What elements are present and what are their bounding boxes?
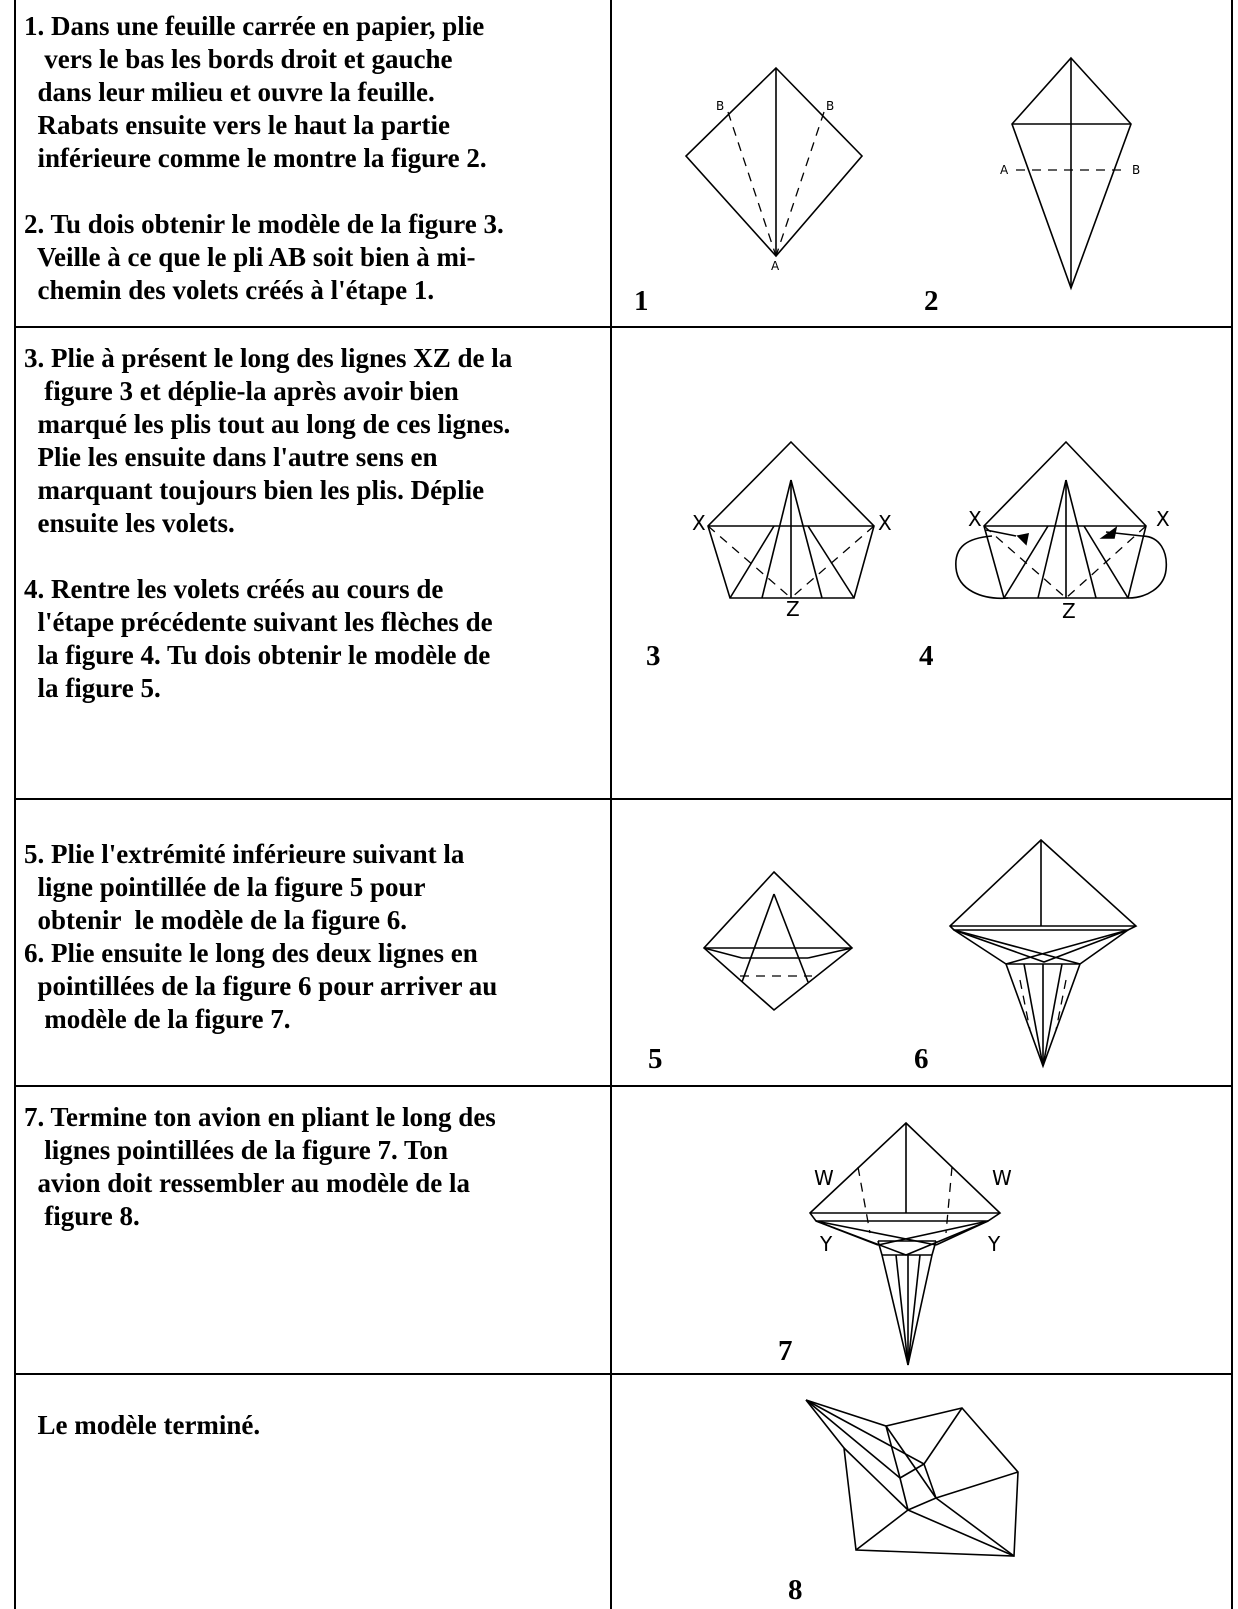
figure-number-2: 2 <box>924 285 939 317</box>
table-column-divider <box>610 0 612 1609</box>
point-label-y-right: Y <box>987 1232 1001 1256</box>
table-border-right <box>1231 0 1233 1609</box>
row-divider <box>14 326 1233 328</box>
figure-7-diagram: W W Y Y <box>808 1121 1012 1366</box>
figure-8-diagram <box>805 1399 1019 1557</box>
point-label-w-left: W <box>814 1166 834 1190</box>
point-label-z: Z <box>1062 599 1076 623</box>
figure-2-diagram: A B <box>1000 56 1140 291</box>
row-divider <box>14 1085 1233 1087</box>
point-label-b-right: B <box>826 99 834 113</box>
instructions-steps-3-4: 3. Plie à présent le long des lignes XZ … <box>24 343 513 703</box>
finished-model-caption: Le modèle terminé. <box>24 1410 261 1440</box>
row-divider <box>14 798 1233 800</box>
point-label-w-right: W <box>992 1166 1012 1190</box>
point-label-x-left: X <box>968 507 982 531</box>
point-label-x-right: X <box>878 511 892 535</box>
figure-number-8: 8 <box>788 1574 803 1606</box>
point-label-b-left: B <box>716 99 724 113</box>
figure-number-6: 6 <box>914 1043 929 1075</box>
figure-number-4: 4 <box>919 640 934 672</box>
point-label-b: B <box>1132 163 1140 177</box>
point-label-z: Z <box>786 597 800 621</box>
point-label-x-left: X <box>692 511 706 535</box>
figure-number-1: 1 <box>634 285 649 317</box>
instructions-steps-1-2: 1. Dans une feuille carrée en papier, pl… <box>24 11 504 305</box>
figure-5-diagram <box>702 870 854 1012</box>
point-label-x-right: X <box>1156 507 1170 531</box>
point-label-a: A <box>771 259 780 273</box>
instructions-step-7: 7. Termine ton avion en pliant le long d… <box>24 1102 496 1231</box>
point-label-y-left: Y <box>819 1232 833 1256</box>
instructions-steps-5-6: 5. Plie l'extrémité inférieure suivant l… <box>24 839 498 1034</box>
row-divider <box>14 1373 1233 1375</box>
point-label-a: A <box>1000 163 1009 177</box>
figure-number-5: 5 <box>648 1043 663 1075</box>
figure-number-7: 7 <box>778 1335 793 1367</box>
table-border-left <box>14 0 16 1609</box>
figure-1-diagram: B B A <box>684 66 864 273</box>
figure-4-diagram: X X Z <box>955 440 1170 623</box>
figure-3-diagram: X X Z <box>692 440 892 621</box>
figure-number-3: 3 <box>646 640 661 672</box>
figure-6-diagram <box>948 838 1138 1069</box>
